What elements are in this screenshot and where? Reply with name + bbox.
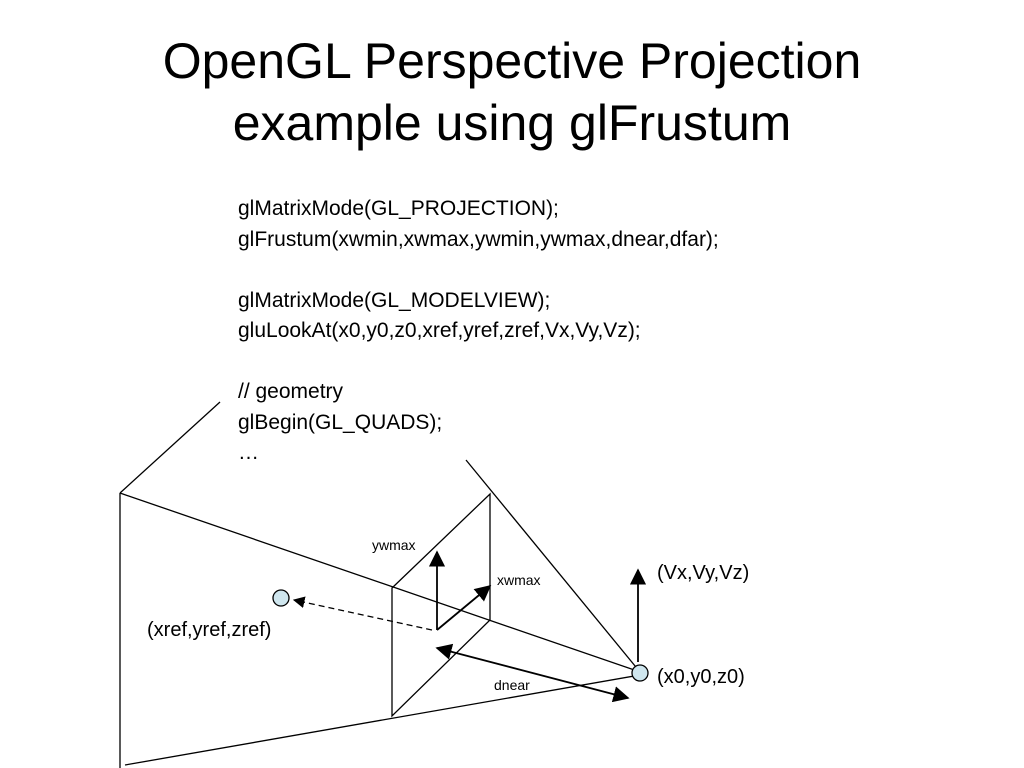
code-line: glMatrixMode(GL_PROJECTION); <box>238 197 559 220</box>
code-line: glMatrixMode(GL_MODELVIEW); <box>238 288 551 312</box>
frustum-edge-top <box>119 492 641 673</box>
code-line: gluLookAt(x0,y0,z0,xref,yref,zref,Vx,Vy,… <box>238 319 641 342</box>
far-plane <box>119 401 221 768</box>
view-direction-arrow <box>292 596 433 631</box>
near-plane <box>391 492 491 718</box>
slide-title: OpenGL Perspective Projection example us… <box>0 30 1024 154</box>
ref-point-label: (xref,yref,zref) <box>147 619 271 641</box>
eye-point-label: (x0,y0,z0) <box>657 666 745 688</box>
title-line-2: example using glFrustum <box>232 95 792 151</box>
frustum-edge-bottom <box>124 674 641 766</box>
code-line: glBegin(GL_QUADS); <box>238 410 443 434</box>
ywmax-label: ywmax <box>372 537 416 553</box>
dnear-arrow <box>435 643 630 703</box>
code-line: … <box>238 441 259 464</box>
title-line-1: OpenGL Perspective Projection <box>162 33 862 89</box>
dnear-label: dnear <box>494 677 530 693</box>
code-line: // geometry <box>238 380 344 403</box>
xwmax-label: xwmax <box>497 572 541 588</box>
code-line: glFrustum(xwmin,xwmax,ywmin,ywmax,dnear,… <box>238 227 719 251</box>
xwmax-arrow <box>436 584 492 631</box>
code-block: glMatrixMode(GL_PROJECTION); glFrustum(x… <box>238 194 719 469</box>
ref-point-marker <box>272 589 290 607</box>
far-plane-top-edge <box>119 401 221 494</box>
frustum-edges <box>119 459 641 766</box>
up-vector-label: (Vx,Vy,Vz) <box>657 562 749 584</box>
eye-point-marker <box>631 664 649 682</box>
frustum-edge-right-far <box>465 459 641 673</box>
